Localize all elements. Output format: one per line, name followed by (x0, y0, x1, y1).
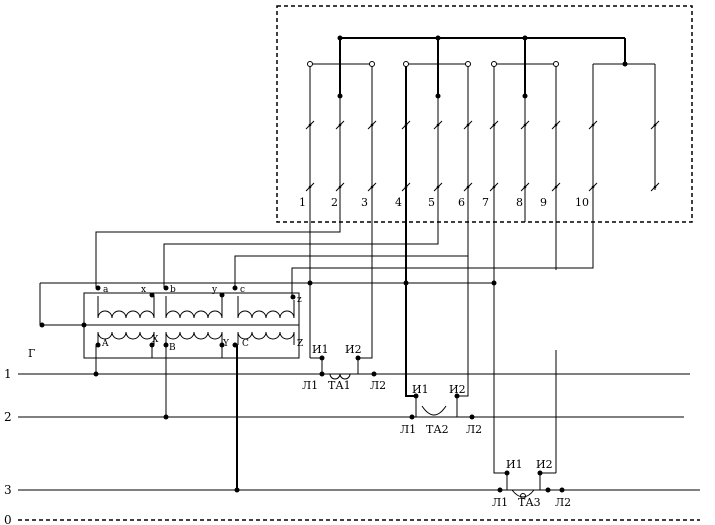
ta2-p1: Л1 (400, 423, 416, 436)
terminal-2: 2 (331, 196, 338, 209)
pri-B: B (169, 343, 176, 353)
bus-0-label: 0 (4, 513, 12, 525)
sec-y: y (211, 285, 218, 295)
terminal-labels: 1 2 3 4 5 6 7 8 9 10 (299, 196, 589, 209)
ta2-name: ТА2 (426, 423, 449, 436)
current-transformer-ta1: И1 И2 Л1 ТА1 Л2 (302, 343, 386, 392)
sec-c: c (240, 285, 245, 295)
pri-A: A (101, 339, 109, 349)
pri-X: X (152, 335, 159, 345)
ta3-s1: И1 (506, 458, 523, 471)
generator-label: Г (28, 347, 35, 360)
pri-Z: Z (297, 339, 303, 349)
secondary-wiring (39, 222, 594, 474)
bus-2-label: 2 (4, 410, 12, 424)
ta2-s2: И2 (449, 383, 466, 396)
terminal-5: 5 (428, 196, 435, 209)
generator-ground: Г (28, 322, 87, 360)
bus-1-label: 1 (4, 367, 12, 381)
box-bus (307, 35, 656, 125)
ta1-name: ТА1 (328, 379, 351, 392)
pri-Y: Y (222, 339, 230, 349)
ta2-p2: Л2 (466, 423, 482, 436)
terminal-6: 6 (458, 196, 465, 209)
sec-a: a (103, 285, 109, 295)
terminal-8: 8 (516, 196, 523, 209)
terminal-7: 7 (482, 196, 489, 209)
ta1-p1: Л1 (302, 379, 318, 392)
terminal-columns (305, 66, 660, 222)
pri-C: C (242, 339, 249, 349)
ta3-s2: И2 (536, 458, 553, 471)
terminal-9: 9 (540, 196, 547, 209)
terminal-10: 10 (575, 196, 589, 209)
bus-3-label: 3 (4, 483, 12, 497)
terminal-3: 3 (361, 196, 368, 209)
bus-lines: 1 2 3 0 (4, 367, 700, 525)
ta3-name: ТА3 (518, 496, 541, 509)
ta1-p2: Л2 (370, 379, 386, 392)
sec-x: x (141, 285, 146, 295)
ta1-s2: И2 (345, 343, 362, 356)
current-transformer-ta2: И1 И2 Л1 ТА2 Л2 (400, 383, 482, 436)
current-transformer-ta3: И1 И2 Л1 ТА3 Л2 (492, 458, 571, 509)
ta3-p1: Л1 (492, 496, 508, 509)
sec-z: z (297, 295, 302, 305)
terminal-4: 4 (395, 196, 402, 209)
ta1-s1: И1 (312, 343, 329, 356)
ta3-p2: Л2 (555, 496, 571, 509)
ta2-s1: И1 (412, 383, 429, 396)
terminal-1: 1 (299, 196, 306, 209)
sec-b: b (170, 285, 176, 295)
transformer: a x b y c z A X B Y C Z (83, 285, 303, 493)
